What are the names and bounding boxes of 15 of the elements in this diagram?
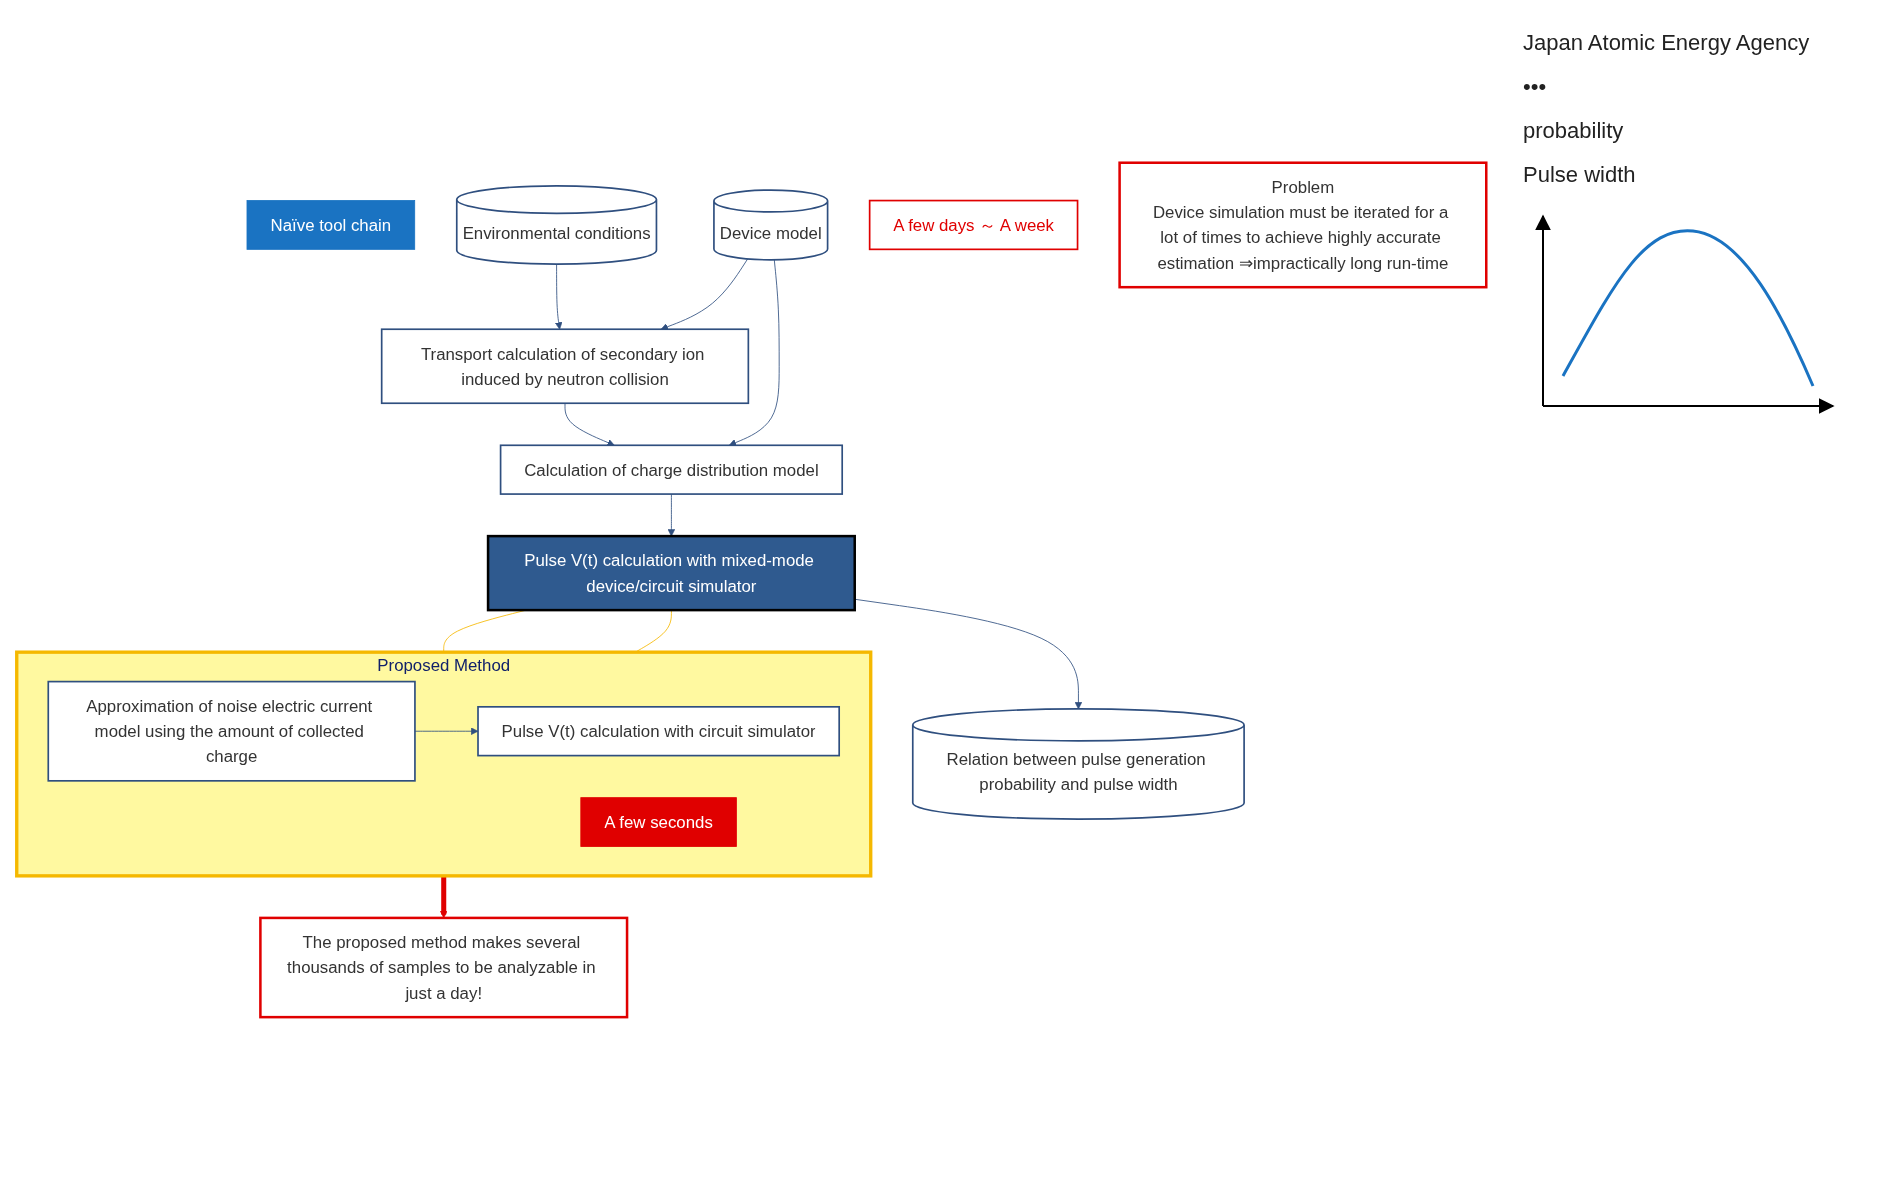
node-box: Pulse V(t) calculation with circuit simulator bbox=[477, 705, 840, 756]
node-box: The proposed method makes several thousands of samples to be analyzable in just a day! bbox=[259, 916, 629, 1018]
node-box: Pulse V(t) calculation with mixed-mode device/circuit simulator bbox=[486, 534, 856, 611]
node-box: Transport calculation of secondary ion induced by neutron collision bbox=[380, 327, 750, 404]
label-text: probability bbox=[1523, 118, 1625, 144]
node-box: A few days ～ A week bbox=[868, 199, 1079, 250]
node-box: Approximation of noise electric current model using the amount of collected charge bbox=[47, 680, 416, 782]
label-text: Japan Atomic Energy Agency bbox=[1523, 30, 1811, 56]
node-box: Problem Device simulation must be iterated for a lot of times to achieve highly accurate estimation ⇒impractically long run-time bbox=[1118, 161, 1488, 288]
node-box: A few seconds bbox=[580, 796, 737, 847]
node-box: Calculation of charge distribution model bbox=[499, 444, 844, 495]
node-box: Naïve tool chain bbox=[246, 199, 416, 250]
label-text: Pulse width bbox=[1523, 162, 1637, 188]
label-text: ••• bbox=[1523, 74, 1548, 100]
arrow bbox=[440, 875, 448, 918]
